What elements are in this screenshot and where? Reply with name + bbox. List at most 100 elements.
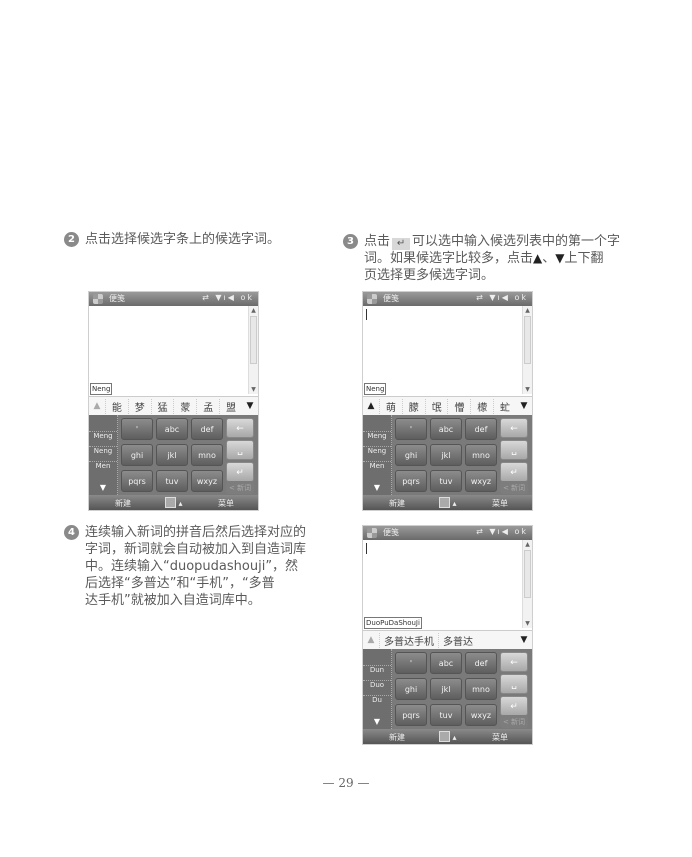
keypad-key[interactable]: wxyz: [465, 470, 497, 492]
keypad-key[interactable]: ghi: [395, 678, 427, 700]
note-edit-area[interactable]: [89, 306, 248, 394]
windows-start-icon[interactable]: [93, 294, 103, 304]
scroll-thumb[interactable]: [524, 550, 531, 598]
status-icons[interactable]: ⇄ ▼ı◀ ok: [202, 293, 254, 302]
keypad-key[interactable]: ': [395, 652, 427, 674]
status-icons[interactable]: ⇄ ▼ı◀ ok: [476, 527, 528, 536]
candidate-word[interactable]: 盟: [219, 398, 242, 414]
page-up-icon[interactable]: ▲: [367, 635, 375, 645]
softkey-new[interactable]: 新建: [389, 733, 405, 742]
candidate-word[interactable]: 萌: [379, 398, 402, 414]
keypad-key[interactable]: tuv: [430, 704, 462, 726]
new-word-key[interactable]: < 新词: [500, 715, 528, 728]
keypad-key[interactable]: jkl: [430, 444, 462, 466]
page-up-icon[interactable]: ▲: [367, 401, 375, 411]
status-icons[interactable]: ⇄ ▼ı◀ ok: [476, 293, 528, 302]
keypad-key[interactable]: tuv: [430, 470, 462, 492]
keypad-key[interactable]: mno: [465, 444, 497, 466]
space-key[interactable]: ␣: [500, 674, 528, 694]
page-down-icon[interactable]: ▼: [520, 635, 528, 645]
keypad-key[interactable]: ': [395, 418, 427, 440]
scroll-down-icon[interactable]: ▼: [525, 620, 530, 627]
keypad-key[interactable]: abc: [156, 418, 188, 440]
keypad-key[interactable]: pqrs: [121, 470, 153, 492]
note-edit-area[interactable]: [363, 540, 522, 628]
keypad-key[interactable]: pqrs: [395, 704, 427, 726]
softkey-menu[interactable]: 菜单: [492, 499, 508, 508]
keypad-key[interactable]: ghi: [121, 444, 153, 466]
candidate-word[interactable]: 檬: [470, 398, 493, 414]
input-panel-toggle[interactable]: ▴: [439, 731, 457, 742]
pinyin-option[interactable]: Dun: [363, 665, 391, 674]
candidate-word[interactable]: 多普达手机: [379, 632, 438, 648]
scroll-up-icon[interactable]: ▲: [251, 307, 256, 314]
note-edit-area[interactable]: [363, 306, 522, 394]
pinyin-option[interactable]: Meng: [89, 431, 117, 440]
backspace-key[interactable]: ←: [500, 652, 528, 672]
candidate-word[interactable]: 虻: [493, 398, 516, 414]
pinyin-option[interactable]: Meng: [363, 431, 391, 440]
enter-key[interactable]: ↵: [226, 462, 254, 482]
scroll-up-icon[interactable]: ▲: [525, 541, 530, 548]
vertical-scrollbar[interactable]: ▲ ▼: [522, 306, 532, 394]
new-word-key[interactable]: < 新词: [226, 481, 254, 494]
keypad-key[interactable]: mno: [465, 678, 497, 700]
space-key[interactable]: ␣: [500, 440, 528, 460]
new-word-key[interactable]: < 新词: [500, 481, 528, 494]
candidate-word[interactable]: 氓: [424, 398, 448, 414]
candidate-word[interactable]: 多普达: [438, 632, 477, 648]
candidate-word[interactable]: 梦: [127, 398, 151, 414]
keypad-key[interactable]: ': [121, 418, 153, 440]
scroll-thumb[interactable]: [524, 316, 531, 364]
page-down-icon[interactable]: ▼: [520, 401, 528, 411]
scroll-down-icon[interactable]: ▼: [251, 386, 256, 393]
pinyin-option[interactable]: Men: [89, 461, 117, 470]
space-key[interactable]: ␣: [226, 440, 254, 460]
enter-key[interactable]: ↵: [500, 696, 528, 716]
keypad-key[interactable]: wxyz: [465, 704, 497, 726]
candidate-word[interactable]: 猛: [150, 398, 174, 414]
pinyin-option[interactable]: Du: [363, 695, 391, 704]
keypad-key[interactable]: abc: [430, 652, 462, 674]
softkey-menu[interactable]: 菜单: [218, 499, 234, 508]
keypad-key[interactable]: tuv: [156, 470, 188, 492]
pinyin-down-icon[interactable]: ▼: [99, 483, 107, 492]
vertical-scrollbar[interactable]: ▲ ▼: [248, 306, 258, 394]
candidate-word[interactable]: 朦: [401, 398, 425, 414]
keypad-key[interactable]: def: [465, 652, 497, 674]
keypad-key[interactable]: wxyz: [191, 470, 223, 492]
enter-key[interactable]: ↵: [500, 462, 528, 482]
candidate-word[interactable]: 孟: [196, 398, 219, 414]
pinyin-option[interactable]: Neng: [363, 446, 391, 455]
backspace-key[interactable]: ←: [226, 418, 254, 438]
vertical-scrollbar[interactable]: ▲ ▼: [522, 540, 532, 628]
scroll-up-icon[interactable]: ▲: [525, 307, 530, 314]
pinyin-down-icon[interactable]: ▼: [373, 483, 381, 492]
keypad-key[interactable]: jkl: [156, 444, 188, 466]
scroll-thumb[interactable]: [250, 316, 257, 364]
keypad-key[interactable]: def: [465, 418, 497, 440]
keypad-key[interactable]: ghi: [395, 444, 427, 466]
keypad-key[interactable]: jkl: [430, 678, 462, 700]
pinyin-option[interactable]: Duo: [363, 680, 391, 689]
keypad-key[interactable]: def: [191, 418, 223, 440]
keypad-key[interactable]: abc: [430, 418, 462, 440]
windows-start-icon[interactable]: [367, 294, 377, 304]
keypad-key[interactable]: mno: [191, 444, 223, 466]
keypad-key[interactable]: pqrs: [395, 470, 427, 492]
candidate-word[interactable]: 懵: [447, 398, 470, 414]
scroll-down-icon[interactable]: ▼: [525, 386, 530, 393]
pinyin-option[interactable]: Neng: [89, 446, 117, 455]
input-panel-toggle[interactable]: ▴: [165, 497, 183, 508]
softkey-new[interactable]: 新建: [389, 499, 405, 508]
pinyin-option[interactable]: Men: [363, 461, 391, 470]
candidate-word[interactable]: 能: [105, 398, 128, 414]
pinyin-down-icon[interactable]: ▼: [373, 717, 381, 726]
candidate-word[interactable]: 蒙: [173, 398, 196, 414]
page-up-icon[interactable]: ▲: [93, 401, 101, 411]
windows-start-icon[interactable]: [367, 528, 377, 538]
input-panel-toggle[interactable]: ▴: [439, 497, 457, 508]
backspace-key[interactable]: ←: [500, 418, 528, 438]
softkey-menu[interactable]: 菜单: [492, 733, 508, 742]
softkey-new[interactable]: 新建: [115, 499, 131, 508]
